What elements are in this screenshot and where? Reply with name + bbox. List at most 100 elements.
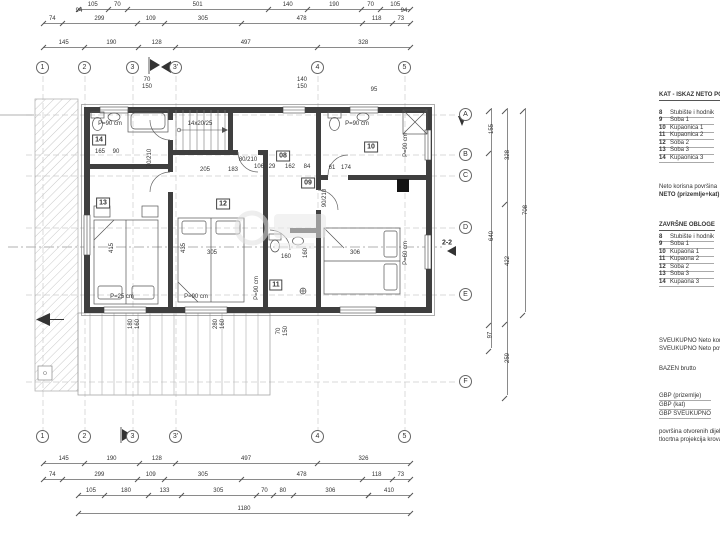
grid-col-marker: 5 (398, 430, 411, 443)
legend-gbp-row: GBP (prizemlje) (659, 392, 711, 401)
legend-row-num: 12 (659, 139, 666, 146)
grid-col-marker: 1 (36, 61, 49, 74)
room-number: 10 (364, 141, 378, 153)
dim-label: 94 (400, 8, 408, 14)
grid-col-marker: 3' (169, 430, 182, 443)
legend-row-label: Kupaonica 2 (670, 132, 704, 139)
legend-gbp: GBP (prizemlje)GBP (kat)GBP SVEUKUPNO (659, 392, 711, 419)
dim-label: P=90 cm (98, 121, 122, 127)
dim-label: 326 (358, 456, 369, 462)
dim-label: 84 (303, 164, 311, 170)
legend-row-num: 10 (659, 248, 666, 255)
dim-label: 190 (329, 2, 340, 8)
legend-row-label: Stubište i hodnik (670, 109, 715, 116)
legend-row-label: Soba 3 (670, 271, 690, 278)
windows (83, 106, 432, 314)
dim-label: P=25 cm (110, 294, 134, 300)
vent-shaft (397, 179, 409, 192)
dim-line (43, 47, 410, 48)
dim-line (368, 495, 410, 496)
legend-row: 12 Soba 2 (659, 263, 715, 272)
section-line (0, 114, 442, 248)
grid-row-marker: C (459, 169, 472, 182)
dim-label: 328 (358, 40, 369, 46)
legend-note-1: Neto korisna površina (659, 184, 718, 190)
dim-label: 150 (296, 84, 308, 90)
dim-label: 80/210 (238, 157, 258, 163)
legend-gbp-row: GBP SVEUKUPNO (659, 411, 711, 419)
facade-line (81, 104, 435, 316)
dim-line (43, 479, 410, 480)
legend-row: 8 Stubište i hodnik (659, 233, 715, 242)
legend-row-label: Kupaona 1 (670, 248, 700, 255)
dim-label: 29 (268, 164, 276, 170)
grid-col-marker: 2 (78, 61, 91, 74)
legend-row-num: 10 (659, 124, 666, 131)
dim-label: 118 (371, 16, 382, 22)
dim-label: 70 (114, 2, 121, 8)
room-number: 14 (92, 134, 106, 146)
legend-row: 10 Kupaona 1 (659, 248, 715, 257)
grid-col-marker: 1 (36, 430, 49, 443)
legend-row-label: Soba 2 (670, 263, 690, 270)
legend-row: 11 Kupaonica 2 (659, 132, 715, 140)
legend-row-label: Stubište i hodnik (670, 233, 715, 240)
dim-label: 105 (390, 2, 401, 8)
legend-row-label: Soba 1 (670, 241, 690, 248)
legend-row-label: Soba 3 (670, 147, 690, 154)
legend-gbp-row: GBP (kat) (659, 401, 711, 410)
beds (93, 205, 401, 305)
dim-label: 90 (112, 149, 120, 155)
legend-row-num: 8 (659, 233, 663, 240)
dim-line (43, 23, 410, 24)
grid-row-marker: B (459, 148, 472, 161)
dim-label: 95 (370, 87, 378, 93)
dim-line (491, 108, 492, 348)
legend-row-num: 14 (659, 278, 666, 285)
dim-label: 109 (145, 16, 156, 22)
legend-row: 9 Soba 1 (659, 241, 715, 249)
grid-col-marker: 4 (311, 430, 324, 443)
dim-label: 118 (371, 472, 382, 478)
dim-label: 105 (85, 488, 96, 494)
dim-label: 128 (151, 40, 162, 46)
dim-label: 190 (106, 40, 117, 46)
dim-line (78, 9, 410, 10)
legend-row-num: 11 (659, 132, 666, 139)
dim-label: 174 (340, 165, 352, 171)
legend-row-label: Kupaona 2 (670, 256, 700, 263)
dim-label: 70 (261, 488, 268, 494)
dim-label: 2-2 (441, 239, 453, 247)
legend-row-num: 9 (659, 241, 663, 248)
grid-col-marker: 3 (126, 61, 139, 74)
dim-label: 497 (240, 40, 251, 46)
dim-label: 140 (282, 2, 293, 8)
legend-note-2: NETO (prizemlje+kat) (659, 192, 720, 198)
dim-label: 305 (197, 472, 208, 478)
grid-col-marker: 3' (169, 61, 182, 74)
dim-label: 128 (151, 456, 162, 462)
dim-label: 14x20/25 (187, 121, 213, 127)
dim-label: 305 (213, 488, 224, 494)
legend-row-num: 12 (659, 263, 666, 270)
dim-label: 205 (199, 167, 211, 173)
dim-label: 180 (120, 488, 131, 494)
dim-label: 1180 (237, 506, 251, 512)
grid-row-marker: A (459, 108, 472, 121)
